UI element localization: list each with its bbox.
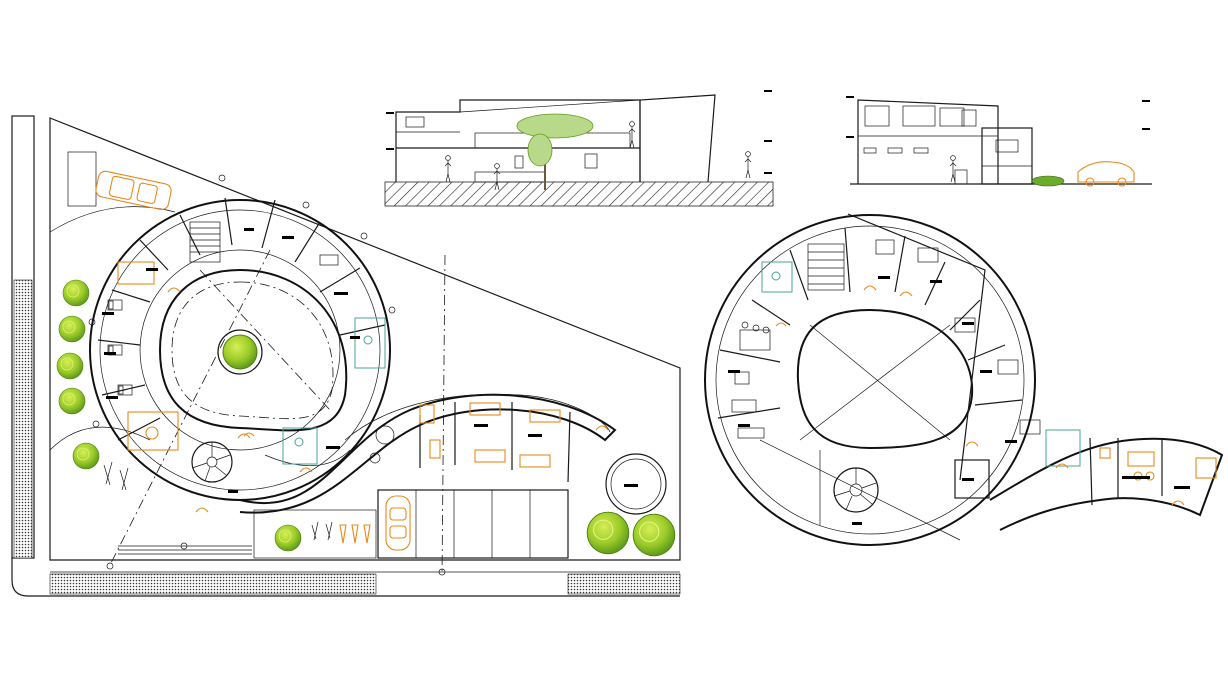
upper-outer-wall [704, 214, 1036, 546]
tree-icon [56, 279, 676, 557]
elevation-shrubs [1031, 175, 1065, 187]
upper-floor-plan [704, 213, 1224, 546]
section-tree-icon [516, 113, 594, 190]
curved-wing-walls [239, 393, 617, 514]
upper-room-tags [728, 276, 1190, 525]
room-partitions [97, 197, 386, 441]
room-tag-marks [102, 228, 542, 493]
axis-line-1 [109, 249, 271, 566]
upper-room-partitions [717, 227, 1023, 419]
courtyard-wall [158, 268, 348, 432]
planter-circle [605, 453, 667, 515]
site-boundary [49, 117, 681, 561]
building-section [384, 90, 774, 207]
door-swings [167, 287, 609, 513]
paving-strip-bottom-right [567, 573, 681, 595]
entrance-steps [118, 509, 377, 559]
upper-door-swings [775, 285, 1185, 506]
staircase-icon [189, 221, 221, 263]
paving-strip-bottom-left [49, 573, 377, 595]
garage [377, 489, 569, 559]
spiral-staircase-icon [191, 441, 233, 483]
ground-hatch [384, 181, 774, 207]
ground-floor-plan [11, 115, 681, 597]
bicycle-rack-icon [103, 461, 333, 541]
building-elevation [846, 96, 1152, 187]
axis-line-2 [441, 254, 446, 576]
upper-office-furniture [731, 239, 1041, 439]
courtyard-tree-icon [217, 329, 263, 375]
upper-spiral-staircase-icon [833, 467, 879, 513]
grid-bubbles [88, 174, 446, 576]
upper-wing-furniture [1099, 447, 1217, 481]
upper-wing-walls [989, 437, 1224, 531]
upper-void-wall [796, 308, 974, 450]
paving-strip-left [13, 279, 33, 559]
furniture-group-ring [107, 254, 339, 451]
sanitary-fixtures [282, 317, 386, 465]
garage-car-icon [385, 495, 411, 551]
person-icon [444, 121, 752, 191]
seating-icons [339, 524, 371, 544]
parking-bay [67, 151, 97, 207]
sidewalk-corner [11, 558, 680, 597]
upper-fixtures [761, 261, 1081, 467]
upper-staircase-icon [807, 243, 845, 291]
elevation-car-icon [1077, 161, 1135, 187]
furniture-group-wing [369, 402, 561, 468]
car-icon [95, 170, 172, 211]
